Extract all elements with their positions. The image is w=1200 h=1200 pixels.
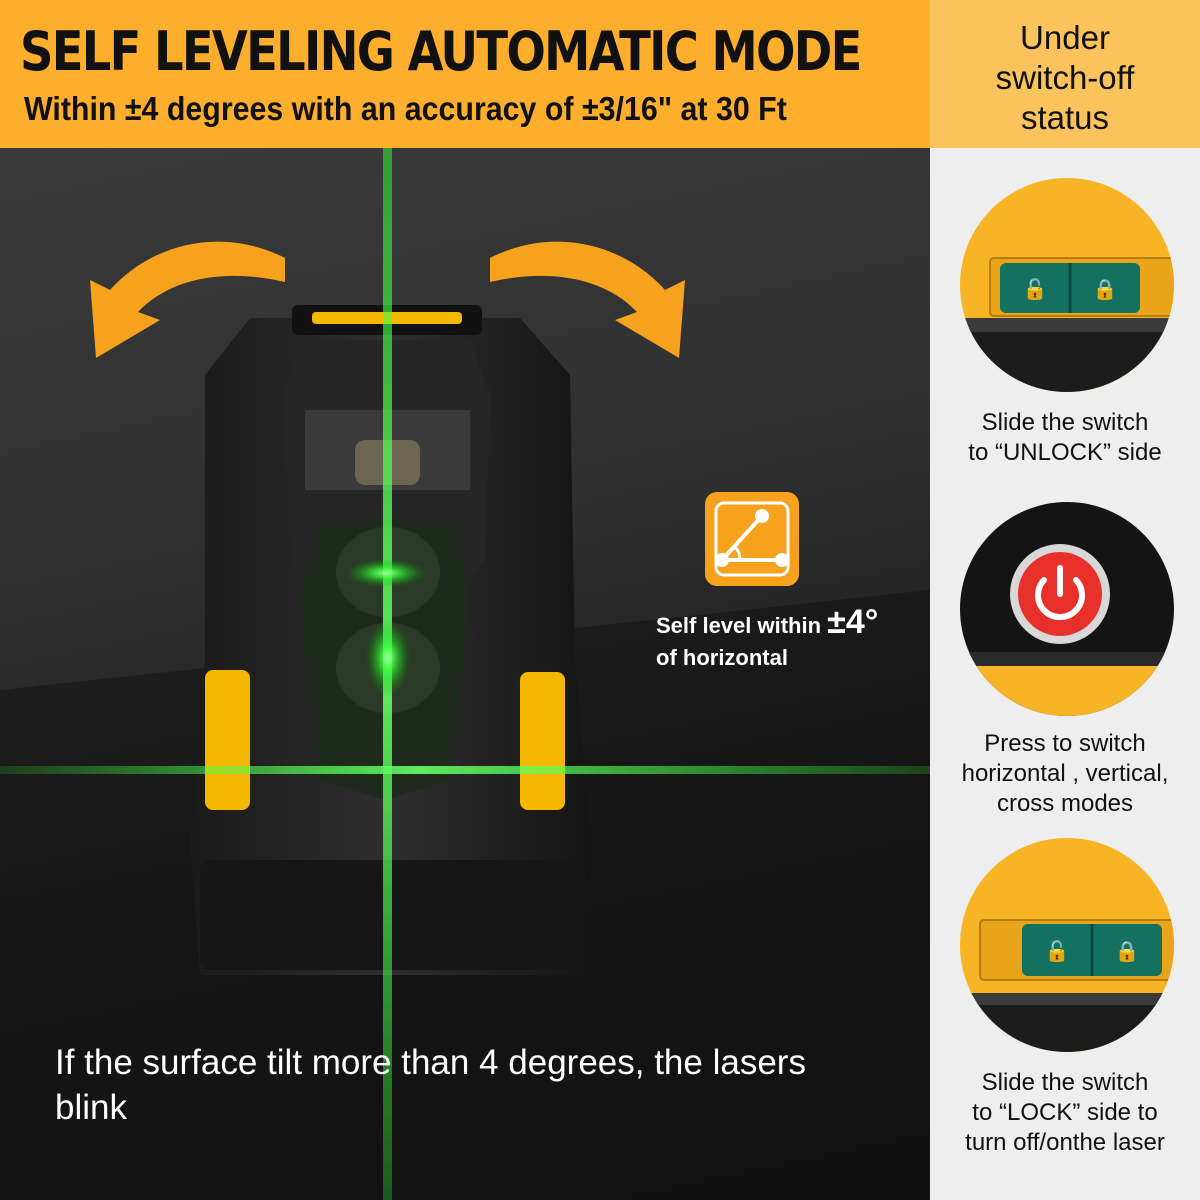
tilt-caption-line2: of horizontal — [656, 645, 788, 670]
svg-text:🔓: 🔓 — [1045, 939, 1070, 963]
lock-switch-closeup: 🔓 🔒 — [960, 838, 1174, 1052]
tilt-caption-value: ±4° — [827, 603, 879, 641]
page-subtitle: Within ±4 degrees with an accuracy of ±3… — [24, 90, 787, 127]
unlock-switch-closeup: 🔓 🔒 — [960, 178, 1174, 392]
header-banner: SELF LEVELING AUTOMATIC MODE Within ±4 d… — [0, 0, 930, 148]
rotate-right-arrow-icon — [490, 241, 685, 358]
svg-text:🔓: 🔓 — [1023, 277, 1048, 301]
laser-level-illustration — [0, 148, 930, 1200]
caption-line: to “LOCK” side to — [972, 1099, 1158, 1126]
caption-line: horizontal , vertical, — [961, 760, 1169, 787]
svg-text:🔒: 🔒 — [1093, 277, 1118, 301]
laser-level-device — [190, 305, 590, 975]
sidebar-heading-line: Under — [1020, 19, 1110, 56]
step-caption-power: Press to switch horizontal , vertical, c… — [930, 729, 1200, 819]
power-button-closeup — [960, 502, 1174, 716]
caption-line: Slide the switch — [981, 1069, 1149, 1096]
caption-line: Slide the switch — [981, 409, 1149, 436]
laser-emitter-top — [346, 559, 426, 587]
angle-icon — [705, 492, 799, 586]
caption-line: turn off/onthe laser — [965, 1129, 1165, 1156]
svg-text:🔒: 🔒 — [1115, 939, 1140, 963]
step-caption-lock: Slide the switch to “LOCK” side to turn … — [930, 1068, 1200, 1158]
step-caption-unlock: Slide the switch to “UNLOCK” side — [930, 408, 1200, 468]
tilt-caption-prefix: Self level within — [656, 613, 828, 638]
horizontal-laser-line — [0, 766, 930, 774]
blink-caption: If the surface tilt more than 4 degrees,… — [55, 1043, 806, 1127]
page-title: SELF LEVELING AUTOMATIC MODE — [20, 20, 862, 83]
sidebar-heading-line: switch-off — [995, 59, 1135, 96]
caption-line: to “UNLOCK” side — [968, 439, 1162, 466]
sidebar-heading: Under switch-off status — [930, 0, 1200, 148]
sidebar-heading-line: status — [1020, 99, 1110, 136]
tilt-caption: Self level within ±4° of horizontal — [656, 603, 879, 674]
caption-line: Press to switch — [984, 730, 1146, 757]
laser-emitter-bottom — [366, 620, 410, 696]
product-photo: Self level within ±4° of horizontal If t… — [0, 148, 930, 1200]
rotate-left-arrow-icon — [90, 241, 285, 358]
switch-off-sidebar: Under switch-off status 🔓 🔒 Slide the sw… — [930, 0, 1200, 1200]
caption-line: cross modes — [996, 790, 1134, 817]
